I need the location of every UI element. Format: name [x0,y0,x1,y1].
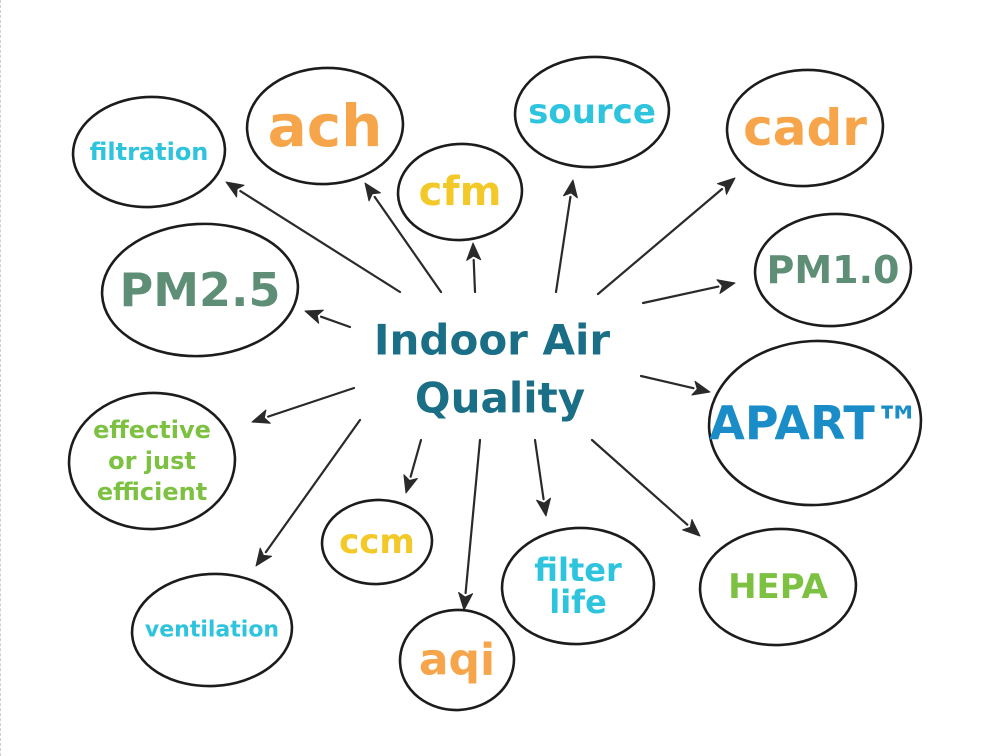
node-label-ccm: ccm [339,522,415,562]
node-label-filter-life: filter [534,551,622,589]
arrow-shaft [319,315,352,329]
node-outline [398,608,516,712]
arrow-shaft [596,187,724,296]
arrow-shaft [554,195,572,294]
arrow-to-cfm [466,242,482,294]
arrowhead-icon [691,380,711,396]
node-hepa: HEPA [698,527,858,647]
arrow-shaft [264,418,362,554]
arrowhead-icon [717,177,736,195]
arrow-to-aqi [458,438,482,611]
node-label-cfm: cfm [419,169,502,215]
arrow-shaft [373,195,443,294]
node-label-pm25: PM2.5 [120,263,281,317]
node-outline [67,391,237,531]
arrowhead-icon [403,474,418,494]
node-label-aqi: aqi [419,635,495,686]
arrow-shaft [267,386,356,418]
arrowhead-icon [563,179,578,199]
arrow-to-cadr [596,177,736,296]
node-label-source: source [528,92,656,132]
arrow-to-hepa [590,438,701,537]
node-label-effective: or just [108,447,196,475]
node-pm10: PM1.0 [753,212,913,328]
node-outline [71,95,227,209]
center-title-line: Quality [415,374,585,423]
left-edge-line [0,0,2,756]
node-label-filter-life: life [549,583,607,621]
arrow-to-pm10 [641,279,736,305]
arrow-to-ccm [403,438,423,494]
arrowhead-icon [458,591,474,611]
node-pm25: PM2.5 [100,222,300,358]
arrow-shaft [639,374,695,390]
node-apart: APART™ [707,339,923,507]
arrow-to-ventilation [255,418,362,567]
node-label-pm10: PM1.0 [767,248,900,292]
arrow-to-effective [251,386,356,424]
arrowhead-icon [255,547,273,567]
node-outline [245,66,405,186]
node-label-ach: ach [268,92,383,160]
node-cadr: cadr [725,68,885,188]
arrow-shaft [641,285,720,305]
node-outline [396,142,524,242]
arrow-shaft [464,438,482,595]
arrowhead-icon [716,279,736,294]
node-source: source [513,55,671,169]
node-outline [320,498,434,586]
node-label-filtration: filtration [90,138,209,166]
node-outline [753,212,913,328]
node-cfm: cfm [396,142,524,242]
center-title-line: Indoor Air [374,316,611,365]
node-ventilation: ventilation [130,572,294,688]
node-label-apart: APART™ [709,396,920,450]
node-outline [130,572,294,688]
node-ccm: ccm [320,498,434,586]
node-effective: effective or just efficient [67,391,237,531]
arrowhead-icon [682,519,701,537]
arrow-shaft [409,438,423,478]
arrowhead-icon [364,182,381,202]
arrow-to-ach [364,182,443,294]
node-filtration: filtration [71,95,227,209]
arrow-to-filtration [225,181,402,294]
node-outline [100,222,300,358]
node-outline [707,339,923,507]
arrowhead-icon [251,409,271,424]
arrow-to-filter-life [533,438,551,517]
arrows-group [225,177,736,611]
arrow-to-apart [639,374,711,396]
node-label-hepa: HEPA [728,567,828,607]
arrow-shaft [472,258,477,294]
arrow-to-pm25 [304,309,352,329]
node-label-effective: efficient [97,478,207,506]
node-outline [500,526,656,646]
node-aqi: aqi [398,608,516,712]
arrow-to-source [554,179,578,294]
arrowhead-icon [225,181,245,198]
arrowhead-icon [536,497,551,517]
node-label-effective: effective [93,416,211,444]
arrowhead-icon [466,242,482,261]
node-label-cadr: cadr [743,99,867,157]
node-outline [698,527,858,647]
node-ach: ach [245,66,405,186]
node-label-ventilation: ventilation [145,618,279,643]
arrow-shaft [590,438,689,526]
arrow-shaft [239,189,402,294]
arrow-shaft [533,438,545,501]
node-outline [725,68,885,188]
node-outline [513,55,671,169]
arrowhead-icon [304,309,324,324]
